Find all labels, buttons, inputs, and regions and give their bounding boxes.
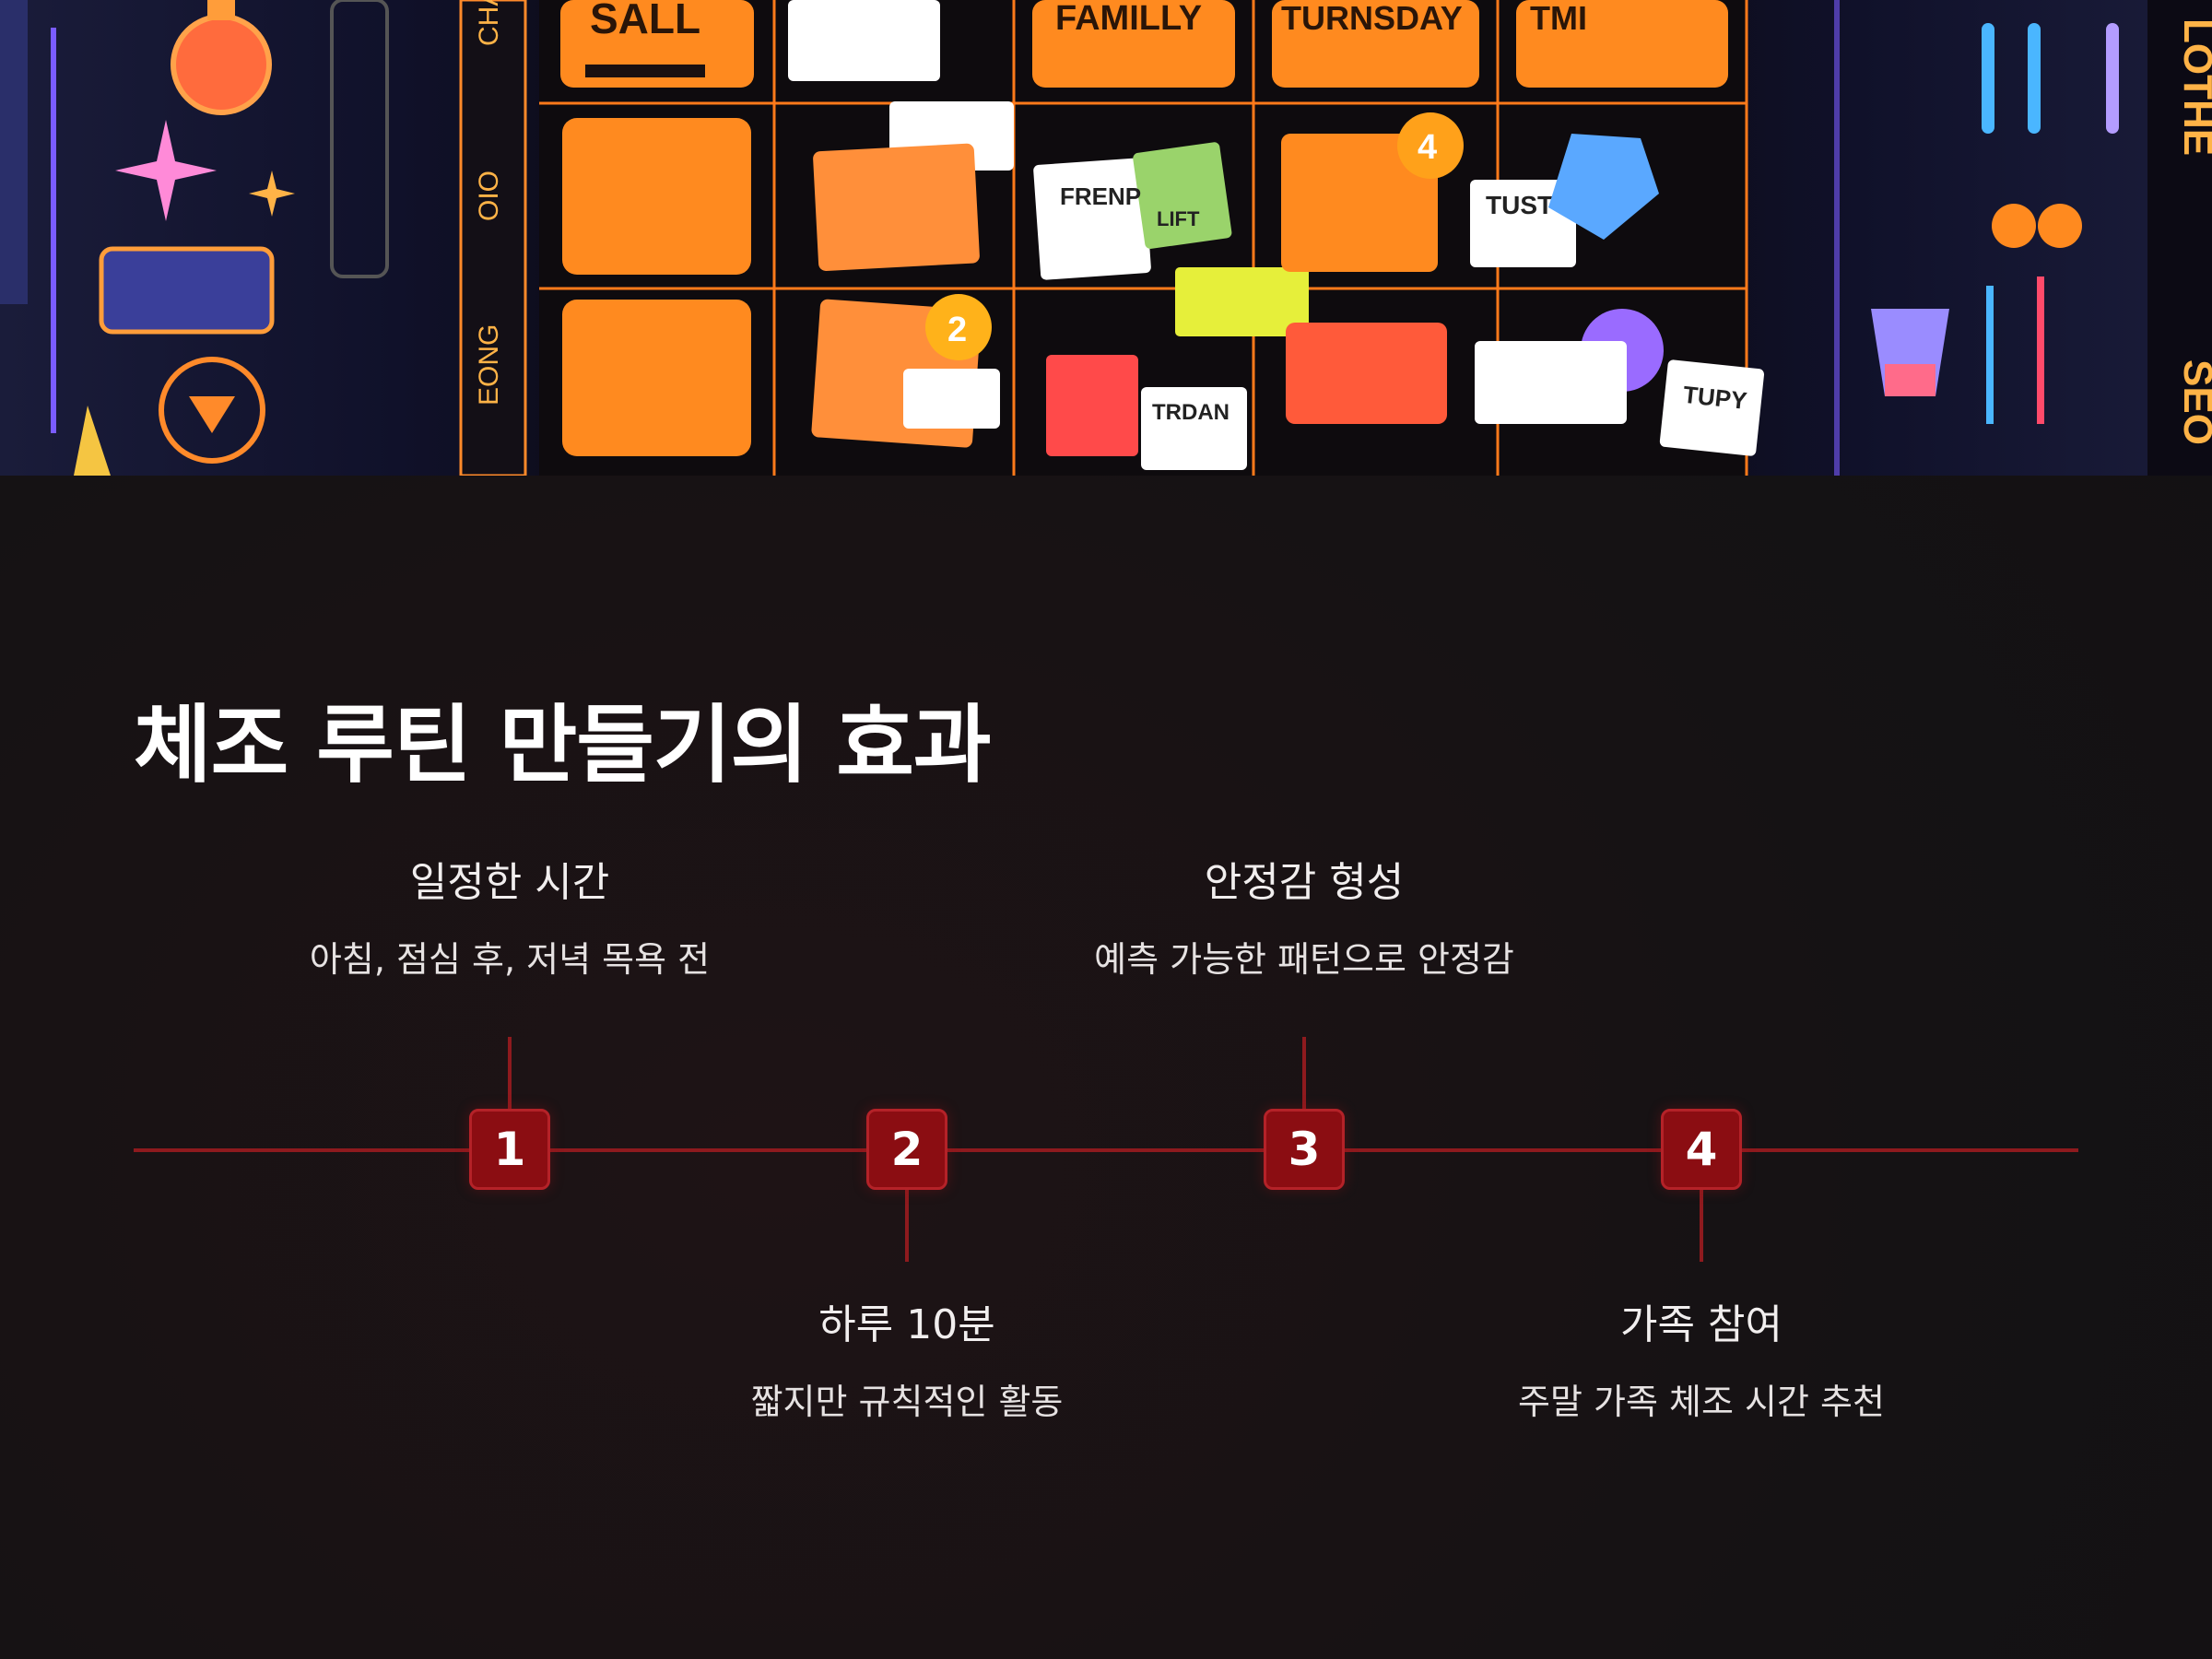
left-decor xyxy=(0,0,389,476)
timeline-step-3: 안정감 형성 예측 가능한 패턴으로 안정감 xyxy=(1009,859,1599,981)
timeline-stem-3 xyxy=(1302,1037,1306,1109)
timeline-stem-4 xyxy=(1700,1190,1703,1262)
step-description: 짧지만 규칙적인 활동 xyxy=(750,1381,1064,1422)
svg-text:TUPY: TUPY xyxy=(1682,381,1748,415)
step-title: 일정한 시간 xyxy=(409,859,610,906)
step-marker-3: 3 xyxy=(1264,1109,1345,1190)
step-marker-2: 2 xyxy=(866,1109,947,1190)
right-decor: LOTHE SEO xyxy=(1834,0,2212,476)
svg-text:OIO: OIO xyxy=(474,171,504,221)
svg-text:SEO: SEO xyxy=(2175,359,2212,445)
svg-text:FAMILLY: FAMILLY xyxy=(1055,0,1202,38)
timeline-line xyxy=(134,1148,2078,1152)
svg-text:CHA: CHA xyxy=(474,0,504,46)
svg-text:TMI: TMI xyxy=(1530,0,1587,37)
side-labels: CHA OIO EONG xyxy=(459,0,527,476)
calendar-illustration: CHA OIO EONG xyxy=(0,0,2212,476)
page-title: 체조 루틴 만들기의 효과 xyxy=(134,696,991,794)
svg-text:FRENP: FRENP xyxy=(1060,182,1141,210)
step-description: 아침, 점심 후, 저녁 목욕 전 xyxy=(309,938,711,980)
svg-text:LIFT: LIFT xyxy=(1157,207,1200,230)
svg-text:2: 2 xyxy=(947,311,967,349)
svg-text:TRDAN: TRDAN xyxy=(1152,400,1230,425)
step-marker-4: 4 xyxy=(1661,1109,1742,1190)
svg-text:4: 4 xyxy=(1418,128,1437,167)
timeline-stem-1 xyxy=(508,1037,512,1109)
svg-text:TURNSDAY: TURNSDAY xyxy=(1281,0,1463,37)
step-title: 가족 참여 xyxy=(1620,1301,1783,1348)
timeline-step-2: 하루 10분 짧지만 규칙적인 활동 xyxy=(612,1301,1202,1423)
step-description: 주말 가족 체조 시간 추천 xyxy=(1518,1381,1885,1422)
timeline-step-4: 가족 참여 주말 가족 체조 시간 추천 xyxy=(1406,1301,1996,1423)
banner-illustration: CHA OIO EONG xyxy=(0,0,2212,476)
step-title: 하루 10분 xyxy=(818,1301,995,1348)
timeline-step-1: 일정한 시간 아침, 점심 후, 저녁 목욕 전 xyxy=(215,859,805,981)
svg-text:TUST: TUST xyxy=(1486,191,1553,219)
svg-text:EONG: EONG xyxy=(474,324,504,406)
step-description: 예측 가능한 패턴으로 안정감 xyxy=(1094,938,1514,980)
step-title: 안정감 형성 xyxy=(1204,859,1405,906)
svg-text:LOTHE: LOTHE xyxy=(2175,18,2212,156)
step-marker-1: 1 xyxy=(469,1109,550,1190)
svg-text:SALL: SALL xyxy=(590,0,700,42)
calendar-grid: SALL FAMILLY TURNSDAY TMI FRENP LIFT xyxy=(539,0,1765,476)
timeline-stem-2 xyxy=(905,1190,909,1262)
